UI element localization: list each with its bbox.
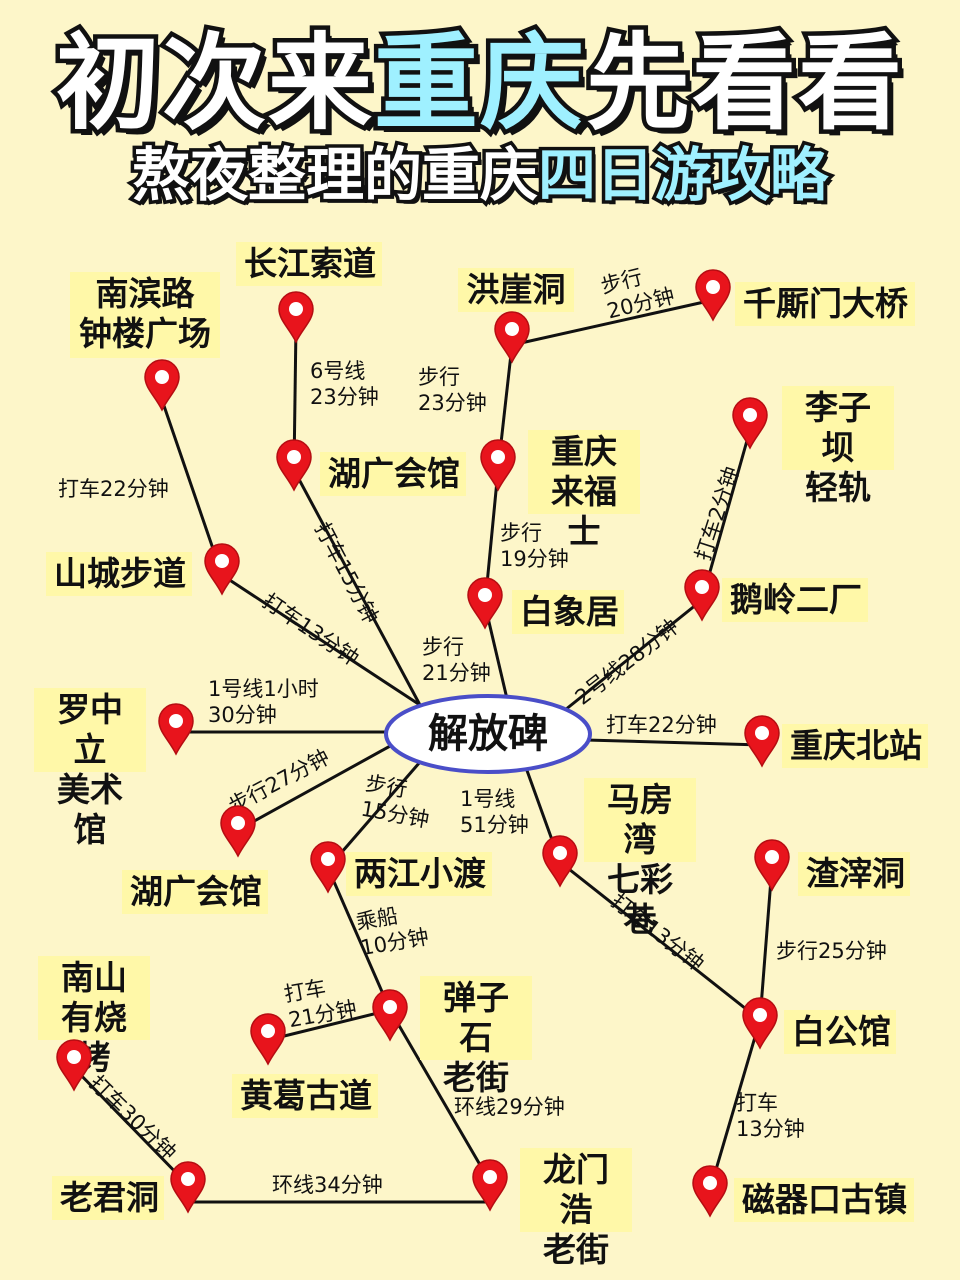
place-hongya: 洪崖洞: [458, 268, 574, 312]
place-baigong: 白公馆: [784, 1010, 896, 1054]
pin-icon-eling: [684, 569, 720, 622]
pin-icon-huguang-top: [276, 439, 312, 492]
line-nanbin-shancheng: [160, 399, 224, 576]
line-huguang-hub: [292, 469, 422, 706]
place-baixiang: 白象居: [512, 590, 624, 634]
route-mafang: 1号线 51分钟: [460, 787, 529, 837]
place-huguang-top: 湖广会馆: [320, 452, 466, 496]
route-baixiang: 步行 21分钟: [422, 635, 491, 685]
pin-icon-qiansi: [695, 269, 731, 322]
line-zhazi-baigong: [758, 865, 774, 1021]
place-zhazi: 渣滓洞: [798, 852, 910, 896]
pin-icon-huangge: [250, 1013, 286, 1066]
pin-icon-huguang-bottom: [220, 805, 256, 858]
place-ciqikou: 磁器口古镇: [734, 1178, 914, 1222]
page-title: 初次来重庆先看看: [51, 18, 906, 149]
place-mafang: 马房湾 七彩巷: [584, 778, 696, 939]
place-beizhan: 重庆北站: [782, 724, 928, 768]
hub-label: 解放碑: [428, 711, 548, 757]
page-subtitle: 熬夜整理的重庆四日游攻略: [128, 138, 831, 213]
route-ciqikou: 打车 13分钟: [736, 1091, 805, 1141]
route-nanbin: 打车22分钟: [58, 477, 169, 501]
route-suodao: 6号线 23分钟: [310, 359, 379, 409]
line-hub-huguang-bottom: [237, 743, 393, 832]
place-suodao: 长江索道: [236, 242, 382, 286]
place-shancheng: 山城步道: [46, 552, 192, 596]
place-huangge: 黄葛古道: [232, 1074, 378, 1118]
place-danzi: 弹子石 老街: [420, 976, 532, 1097]
place-qiansi: 千厮门大桥: [735, 282, 915, 326]
place-liangjiang: 两江小渡: [346, 852, 492, 896]
pin-icon-laojun: [170, 1161, 206, 1214]
line-hub-beizhan: [585, 738, 763, 747]
line-liangjiang-danzi: [326, 867, 392, 1011]
pin-icon-nanbin: [144, 359, 180, 412]
place-nanshan: 南山 有烧烤: [38, 956, 150, 1077]
route-hongya: 步行 23分钟: [418, 365, 487, 415]
pin-icon-laifushi: [480, 439, 516, 492]
route-laojun-longmen: 环线34分钟: [272, 1173, 383, 1197]
line-hongya-qiansi: [511, 298, 714, 347]
place-huguang-bottom: 湖广会馆: [122, 870, 268, 914]
pin-icon-luozhongli: [158, 703, 194, 756]
pin-icon-mafang: [542, 835, 578, 888]
pin-icon-liangjiang: [310, 841, 346, 894]
line-danzi-longmen: [388, 1009, 492, 1183]
line-mafang-baigong: [559, 860, 761, 1022]
pin-icon-liziba: [732, 397, 768, 450]
line-shancheng-hub: [221, 573, 421, 707]
pin-icon-nanshan: [56, 1039, 92, 1092]
route-longmen: 环线29分钟: [454, 1095, 565, 1119]
line-eling-hub: [564, 598, 703, 712]
line-nanshan-laojun: [72, 1066, 190, 1187]
place-laifushi: 重庆 来福士: [528, 430, 640, 551]
place-longmen: 龙门浩 老街: [520, 1148, 632, 1269]
route-laifushi: 步行 19分钟: [500, 521, 569, 571]
place-nanbin: 南滨路 钟楼广场: [70, 272, 220, 358]
line-huangge-danzi: [267, 1008, 391, 1042]
place-eling: 鹅岭二厂: [722, 578, 868, 622]
pin-icon-suodao: [278, 291, 314, 344]
place-luozhongli: 罗中立 美术馆: [34, 688, 146, 849]
place-laojun: 老君洞: [52, 1176, 164, 1220]
pin-icon-ciqikou: [692, 1165, 728, 1218]
line-baigong-ciqikou: [708, 1019, 762, 1191]
pin-icon-baigong: [742, 997, 778, 1050]
pin-icon-shancheng: [204, 543, 240, 596]
pin-icon-baixiang: [467, 577, 503, 630]
hub-ellipse: [384, 694, 592, 774]
route-zhazi: 步行25分钟: [776, 939, 887, 963]
route-beizhan: 打车22分钟: [606, 713, 717, 737]
pin-icon-zhazi: [754, 839, 790, 892]
route-luozhongli: 1号线1小时 30分钟: [208, 677, 319, 727]
place-liziba: 李子坝 轻轨: [782, 386, 894, 507]
pin-icon-hongya: [494, 311, 530, 364]
pin-icon-danzi: [372, 989, 408, 1042]
pin-icon-beizhan: [744, 715, 780, 768]
pin-icon-longmen: [472, 1159, 508, 1212]
